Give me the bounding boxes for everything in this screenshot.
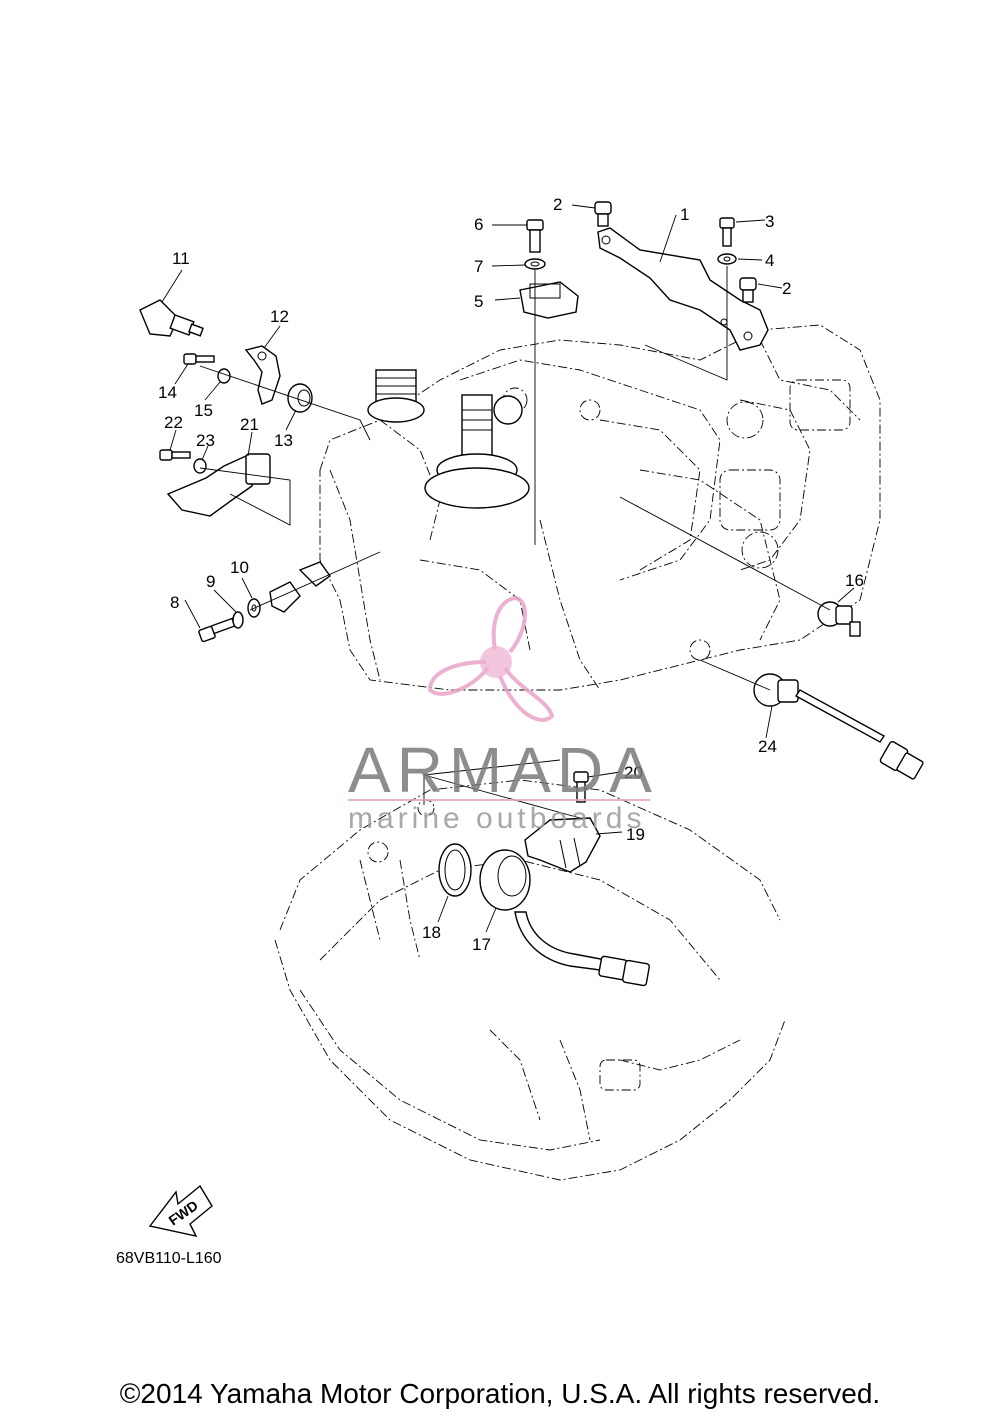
part-7-washer[interactable] [524, 258, 546, 270]
callout-24[interactable]: 24 [758, 737, 777, 756]
callout-2-right[interactable]: 2 [782, 279, 791, 298]
part-22-bolt[interactable] [159, 449, 191, 461]
callout-14[interactable]: 14 [158, 383, 177, 402]
part-24-sensor[interactable] [753, 673, 924, 780]
armada-watermark: ARMADA marine outboards [348, 595, 658, 835]
watermark-name: ARMADA [348, 734, 658, 806]
callout-5[interactable]: 5 [474, 292, 483, 311]
part-23-washer[interactable] [193, 458, 207, 474]
callout-10[interactable]: 10 [230, 558, 249, 577]
callout-18[interactable]: 18 [422, 923, 441, 942]
callout-1[interactable]: 1 [680, 205, 689, 224]
part-1-bracket[interactable] [597, 227, 769, 351]
part-2-grommet-a[interactable] [594, 201, 612, 227]
part-19-holder[interactable] [524, 817, 601, 873]
lower-cowling-outline [274, 779, 786, 1181]
part-20-screw[interactable] [573, 771, 589, 803]
part-14-bolt[interactable] [183, 353, 215, 365]
callout-11[interactable]: 11 [172, 249, 190, 268]
fwd-arrow: FWD [148, 1184, 213, 1237]
part-15-washer[interactable] [217, 368, 231, 384]
callout-3[interactable]: 3 [765, 212, 774, 231]
callout-6[interactable]: 6 [474, 215, 483, 234]
callout-4[interactable]: 4 [765, 251, 774, 270]
callout-17[interactable]: 17 [472, 935, 491, 954]
diagram-code: 68VB110-L160 [116, 1250, 222, 1267]
part-4-washer[interactable] [717, 253, 737, 265]
watermark-tagline: marine outboards [348, 802, 645, 835]
callout-2-top[interactable]: 2 [553, 195, 562, 214]
callout-9[interactable]: 9 [206, 572, 215, 591]
part-3-bolt[interactable] [719, 217, 735, 247]
part-6-bolt[interactable] [526, 219, 544, 253]
callout-7[interactable]: 7 [474, 257, 483, 276]
crankshaft [367, 369, 530, 509]
callout-8[interactable]: 8 [170, 593, 179, 612]
part-8-bolt[interactable] [198, 617, 236, 643]
callout-20[interactable]: 20 [624, 763, 643, 782]
callout-21[interactable]: 21 [240, 415, 259, 434]
part-13-grommet[interactable] [287, 383, 313, 413]
callout-16[interactable]: 16 [845, 571, 864, 590]
callout-13[interactable]: 13 [274, 431, 293, 450]
part-18-o-ring[interactable] [438, 843, 472, 897]
callout-15[interactable]: 15 [194, 401, 213, 420]
propeller-logo [427, 595, 555, 722]
leader-lines [161, 204, 855, 933]
connector-bracket [269, 561, 331, 613]
callout-23[interactable]: 23 [196, 431, 215, 450]
callout-12[interactable]: 12 [270, 307, 289, 326]
part-16-sensor[interactable] [817, 601, 861, 637]
part-2-grommet-b[interactable] [739, 277, 757, 303]
part-9-washer[interactable] [232, 611, 244, 629]
callout-19[interactable]: 19 [626, 825, 645, 844]
callout-22[interactable]: 22 [164, 413, 183, 432]
part-5-sensor[interactable] [519, 281, 579, 319]
part-11-sensor[interactable] [139, 299, 204, 337]
part-17-sensor[interactable] [479, 849, 650, 987]
callout-labels: 1 2 2 3 4 5 6 7 8 9 10 11 12 13 14 15 16… [158, 195, 864, 954]
copyright-notice: ©2014 Yamaha Motor Corporation, U.S.A. A… [119, 1378, 881, 1409]
part-12-clamp[interactable] [244, 345, 281, 405]
